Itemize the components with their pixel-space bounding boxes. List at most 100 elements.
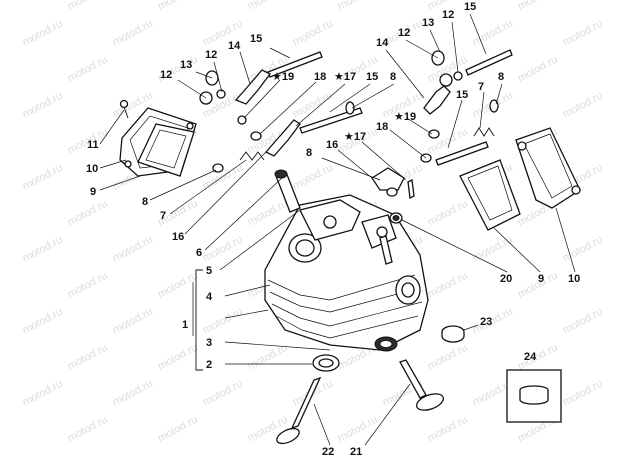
- callout-16-a: 16: [172, 231, 184, 243]
- callout-12-c: 12: [398, 27, 410, 39]
- watermark-text: motod.ru: [201, 306, 245, 337]
- watermark-text: motod.ru: [21, 90, 65, 121]
- callout-22: 22: [322, 446, 334, 458]
- leader-lines: [99, 13, 576, 446]
- watermark-text: motod.ru: [336, 414, 380, 445]
- watermark-text: motod.ru: [21, 18, 65, 49]
- callout-6: 6: [196, 247, 202, 259]
- callout-18-b: 18: [376, 121, 388, 133]
- callout-9-right: 9: [538, 273, 544, 285]
- watermark-text: motod.ru: [201, 378, 245, 409]
- watermark-text: motod.ru: [111, 306, 155, 337]
- watermark-text: motod.ru: [156, 0, 200, 13]
- watermark-text: motod.ru: [156, 342, 200, 373]
- watermark-text: motod.ru: [426, 198, 470, 229]
- callout-9-left: 9: [90, 186, 96, 198]
- callout-13-a: 13: [180, 59, 192, 71]
- callout-20: 20: [500, 273, 512, 285]
- callout-8-b: 8: [390, 71, 396, 83]
- watermark-text: motod.ru: [66, 54, 110, 85]
- callout-18-a: 18: [314, 71, 326, 83]
- callout-10-left: 10: [86, 163, 98, 175]
- callout-7-b: 7: [478, 81, 484, 93]
- callout-7-a: 7: [160, 210, 166, 222]
- watermark-text: motod.ru: [66, 0, 110, 13]
- watermark-text: motod.ru: [516, 54, 560, 85]
- watermark-text: motod.ru: [516, 342, 560, 373]
- shim-kit-24: [506, 369, 562, 423]
- callout-11: 11: [87, 139, 99, 151]
- watermark-text: motod.ru: [111, 234, 155, 265]
- callout-17-b: ★17: [344, 131, 366, 143]
- watermark-text: motod.ru: [291, 90, 335, 121]
- callout-15-b: 15: [366, 71, 378, 83]
- head-stud: [379, 235, 393, 265]
- watermark-text: motod.ru: [246, 198, 290, 229]
- callout-15-d: 15: [456, 89, 468, 101]
- watermark-text: motod.ru: [291, 18, 335, 49]
- watermark-text: motod.ru: [66, 342, 110, 373]
- callout-8-c: 8: [306, 147, 312, 159]
- valve-seat-3: [374, 336, 398, 352]
- callout-12-a: 12: [160, 69, 172, 81]
- callout-14-a: 14: [228, 40, 241, 52]
- watermark-text: motod.ru: [156, 414, 200, 445]
- springs-seals: [212, 127, 495, 224]
- callout-23: 23: [480, 316, 492, 328]
- callout-1: 1: [182, 319, 188, 331]
- callout-5: 5: [206, 265, 212, 277]
- watermark-text: motod.ru: [336, 0, 380, 13]
- watermark-text: motod.ru: [471, 234, 515, 265]
- callout-12-d: 12: [442, 9, 454, 21]
- watermark-text: motod.ru: [66, 198, 110, 229]
- callout-21: 21: [350, 446, 362, 458]
- watermark-text: motod.ru: [561, 378, 605, 409]
- callout-3: 3: [206, 337, 212, 349]
- callout-16-b: 16: [326, 139, 338, 151]
- watermark-text: motod.ru: [426, 270, 470, 301]
- rocker-arms: [234, 69, 451, 191]
- callout-15-c: 15: [464, 1, 476, 13]
- rocker-shafts: [267, 49, 513, 166]
- intake-valve-21: [399, 359, 445, 411]
- watermark-text: motod.ru: [66, 414, 110, 445]
- callout-4: 4: [206, 291, 213, 303]
- valve-cover-gasket-right: [459, 159, 521, 231]
- watermark-text: motod.ru: [561, 306, 605, 337]
- watermark-text: motod.ru: [21, 234, 65, 265]
- callout-15-a: 15: [250, 33, 262, 45]
- watermark-text: motod.ru: [201, 234, 245, 265]
- watermark-text: motod.ru: [246, 0, 290, 13]
- watermark-text: motod.ru: [21, 306, 65, 337]
- watermark-text: motod.ru: [111, 378, 155, 409]
- watermark-text: motod.ru: [426, 342, 470, 373]
- watermark-text: motod.ru: [561, 234, 605, 265]
- plug-23: [441, 325, 465, 343]
- callout-19-b: ★19: [394, 111, 416, 123]
- callout-13-b: 13: [422, 17, 434, 29]
- watermark-text: motod.ru: [426, 414, 470, 445]
- callout-24: 24: [524, 351, 537, 363]
- watermark-text: motod.ru: [111, 18, 155, 49]
- callout-14-b: 14: [376, 37, 389, 49]
- spark-plug-tube: [274, 169, 301, 213]
- callout-17-a: ★17: [334, 71, 356, 83]
- watermark-text: motod.ru: [21, 378, 65, 409]
- callout-8-a: 8: [142, 196, 148, 208]
- callout-10-right: 10: [568, 273, 580, 285]
- watermark-text: motod.ru: [561, 90, 605, 121]
- watermark-text: motod.ru: [471, 306, 515, 337]
- watermark-text: motod.ru: [21, 162, 65, 193]
- group-bracket-1: [195, 269, 203, 371]
- callout-2: 2: [206, 359, 212, 371]
- washers-nuts: [199, 50, 499, 197]
- watermark-text: motod.ru: [516, 0, 560, 13]
- valve-cover-right: [515, 127, 581, 209]
- callout-19-a: ★19: [272, 71, 294, 83]
- callout-labels: 11 10 9 8 7 16 6 5 4 1 3 2 22 21 23 24 2…: [86, 1, 580, 458]
- watermark-text: motod.ru: [561, 18, 605, 49]
- callout-8-d: 8: [498, 71, 504, 83]
- exhaust-valve-22: [276, 376, 322, 445]
- watermark-text: motod.ru: [291, 162, 335, 193]
